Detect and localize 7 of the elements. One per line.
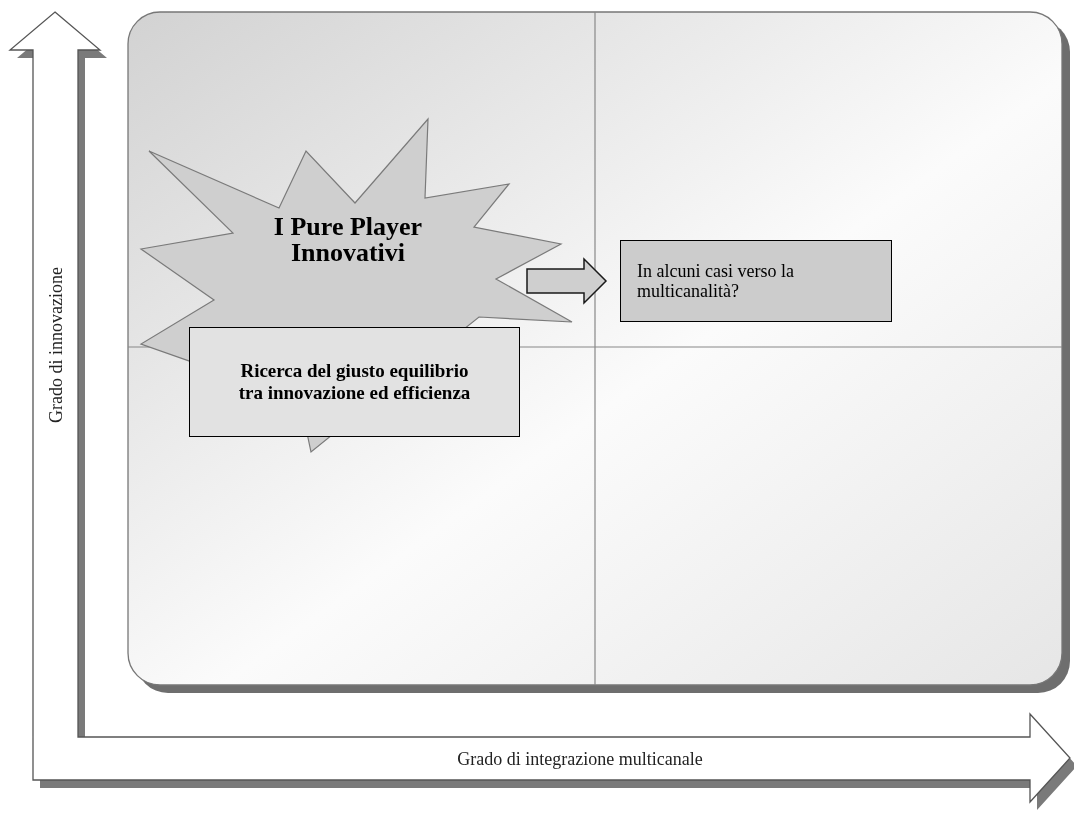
axis-label: Grado di integrazione multicanale — [457, 747, 703, 771]
box-text: Ricerca del giusto equilibrio tra innovazione ed efficienza — [237, 360, 472, 404]
axis-label: Grado di innovazione — [44, 267, 67, 423]
block-arrow — [526, 257, 608, 305]
text-box — [620, 240, 892, 322]
box-text: In alcuni casi verso la multicanalità? — [637, 261, 795, 301]
title-text: I Pure Player Innovativi — [272, 214, 424, 266]
